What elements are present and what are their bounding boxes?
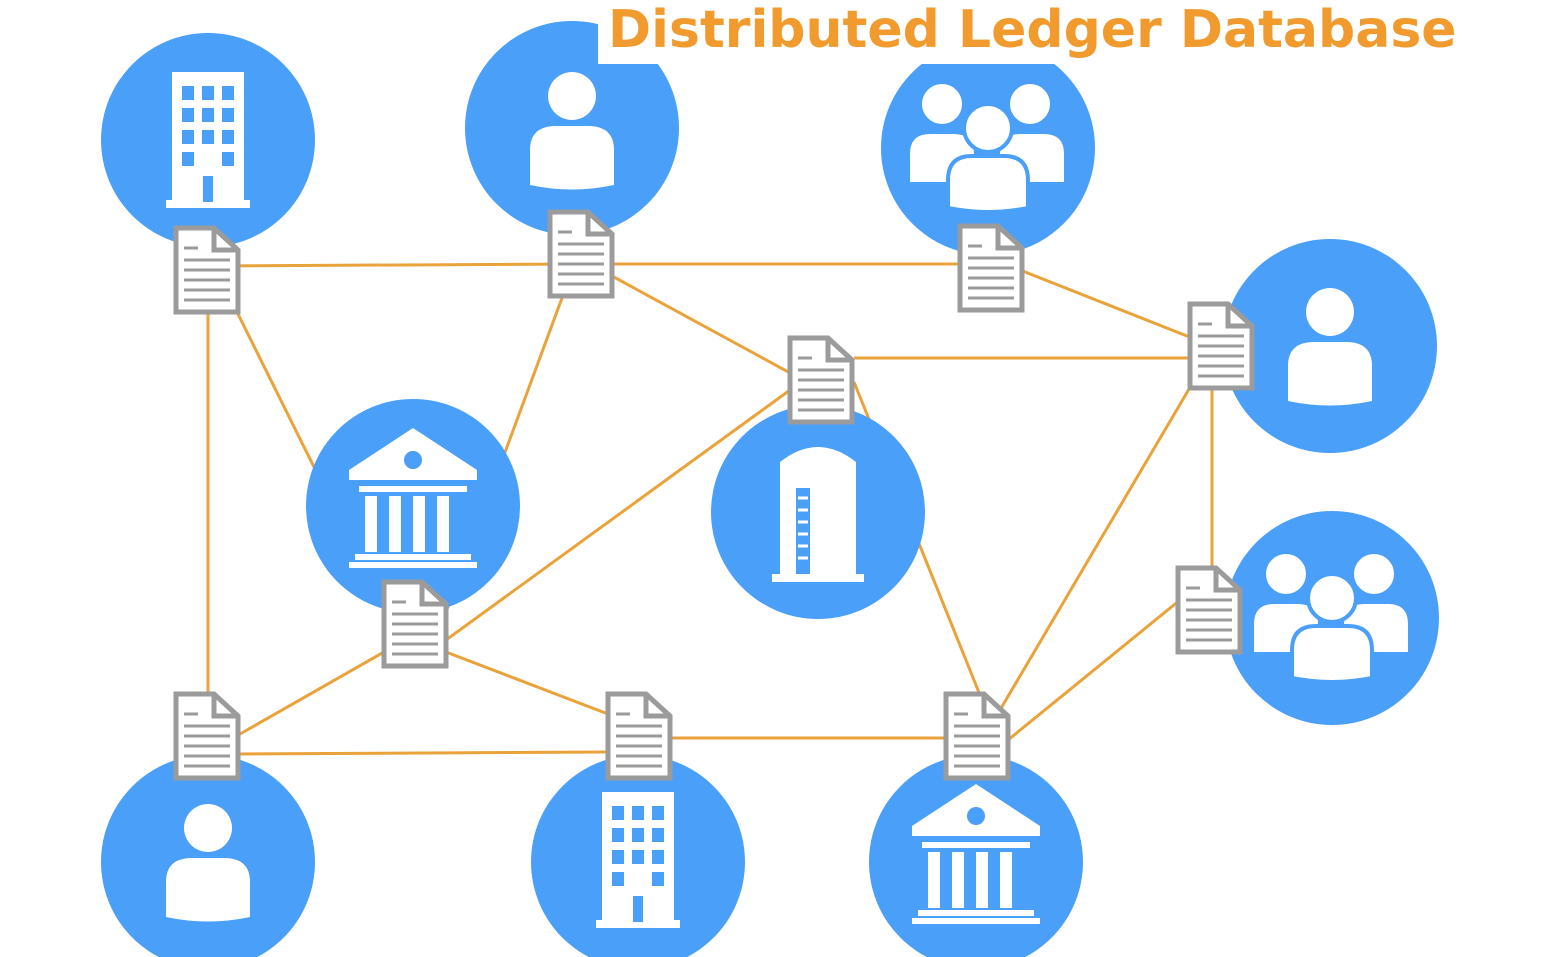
link-d10-d9 [1007,598,1181,742]
link-d3-d5 [1019,268,1193,340]
office-building-icon [166,72,250,208]
ledger-document-icon [384,582,446,666]
link-d7-d8 [239,750,609,756]
link-d5-d9 [998,383,1194,711]
node-silo-center [711,405,925,619]
ledger-document-icon [1178,568,1240,652]
link-d4-d6 [445,388,791,642]
node-group-top-right [881,41,1095,255]
link-d6-d7 [239,650,385,736]
ledger-document-icon [960,226,1022,310]
node-bank-center-left [306,399,520,613]
node-bank-bottom-right [869,755,1083,957]
node-person-top-center [465,21,679,235]
node-person-right [1223,239,1437,453]
ledger-document-icon [176,228,238,312]
silo-icon [770,445,866,584]
link-d1-d2 [206,262,581,268]
node-office-building-top-left [101,33,315,247]
node-circle [101,755,315,957]
office-building-icon [596,792,680,928]
ledger-document-icon [1190,304,1252,388]
ledger-document-icon [176,694,238,778]
ledger-document-icon [946,694,1008,778]
ledger-document-icon [550,212,612,296]
diagram-title: Distributed Ledger Database [598,0,1457,64]
link-d6-d8 [445,650,609,716]
node-office-building-bottom-center [531,755,745,957]
node-group-right [1225,511,1439,725]
link-d2-d4 [611,274,793,376]
node-person-bottom-left [101,755,315,957]
ledger-document-icon [790,338,852,422]
ledger-document-icon [608,694,670,778]
